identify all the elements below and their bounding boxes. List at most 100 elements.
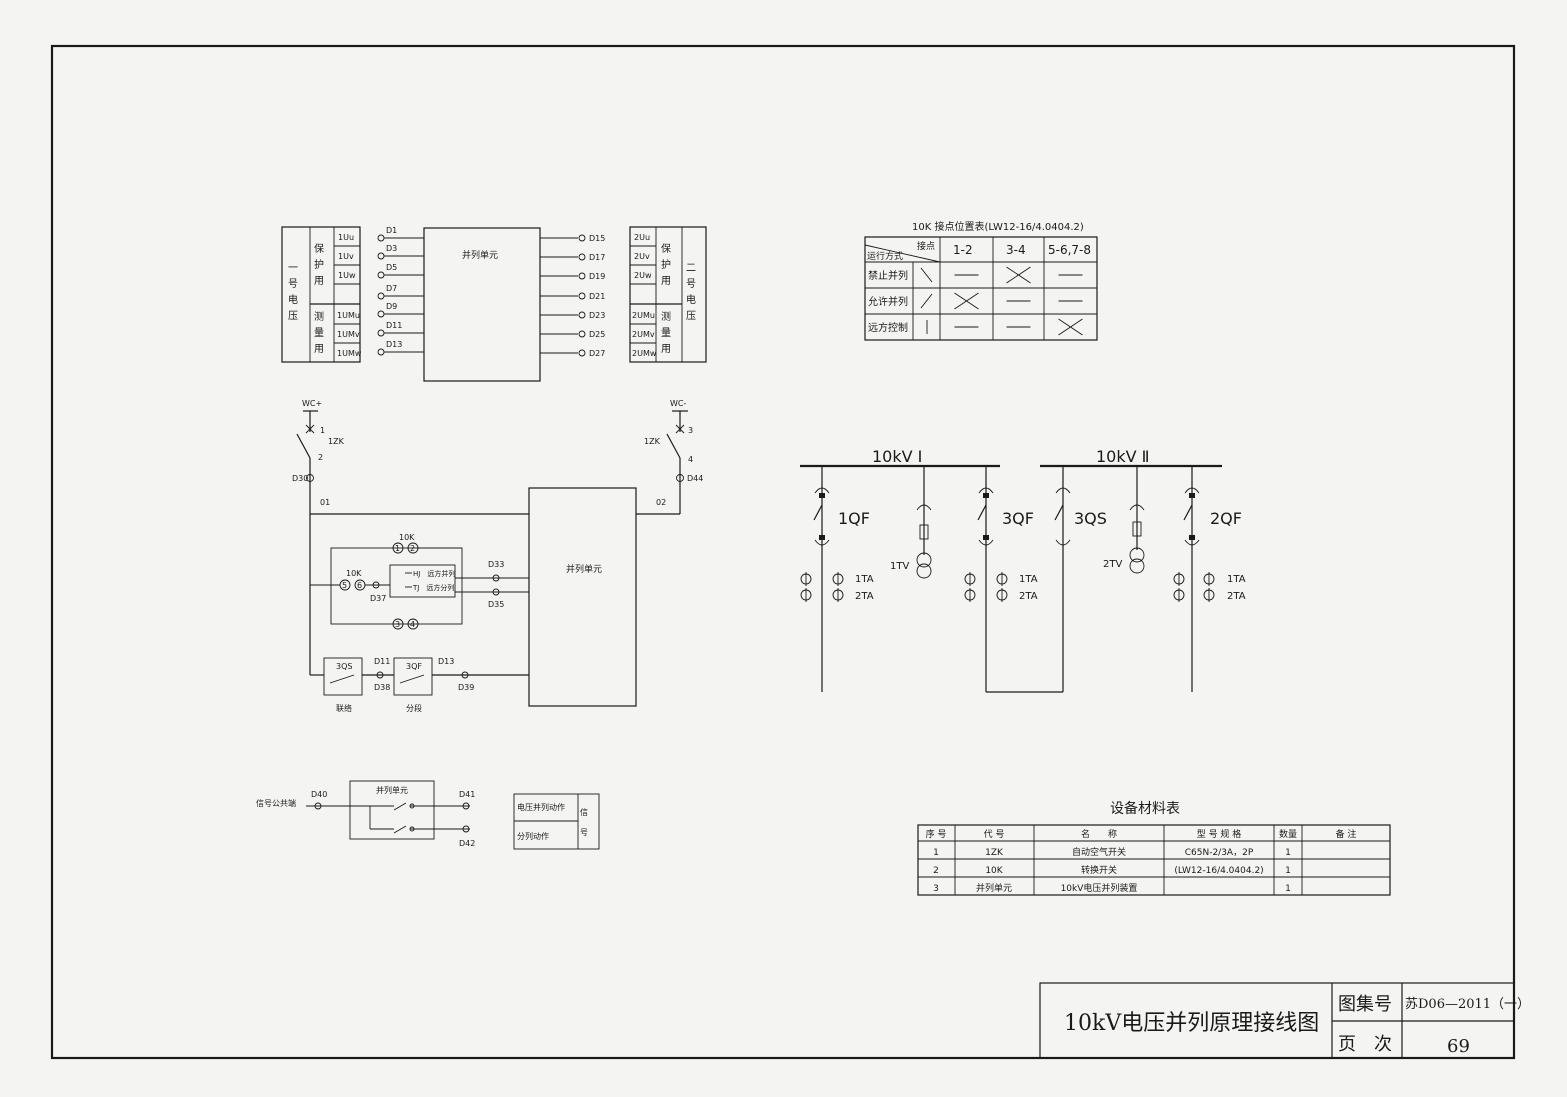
table-cell: (LW12-16/4.0404.2) — [1174, 866, 1263, 876]
feeder-2qf: 2QF — [1183, 466, 1242, 692]
atlas-label: 图集号 — [1338, 994, 1392, 1015]
term-d39: D39 — [458, 683, 474, 692]
term-d38: D38 — [374, 683, 390, 692]
ta2-label: 2TA — [855, 591, 874, 602]
left-term: 1UMw — [337, 349, 362, 358]
column-header: 3-4 — [1006, 243, 1026, 257]
contact-table-title: 10K 接点位置表(LW12-16/4.0404.2) — [912, 220, 1084, 233]
handle-arrow — [920, 267, 933, 283]
contact: 1 — [395, 544, 400, 553]
qs-label: 3QS — [336, 662, 352, 671]
pin-label: D23 — [589, 311, 605, 320]
table-cell: 转换开关 — [1081, 864, 1117, 876]
pin-label: D9 — [386, 302, 397, 311]
atlas-value: 苏D06—2011（一） — [1405, 996, 1530, 1012]
pin-3: 3 — [688, 426, 693, 435]
net-01: 01 — [320, 498, 330, 507]
right-term: 2Uu — [634, 233, 650, 242]
left-pin-wires — [377, 234, 424, 356]
pin-label: D17 — [589, 253, 605, 262]
contact: 5 — [342, 581, 347, 590]
table-cell: 并列单元 — [976, 882, 1012, 894]
qf1-label: 1QF — [838, 509, 870, 528]
left-term: 1UMv — [337, 330, 360, 339]
left-term: 1UMu — [337, 311, 360, 320]
table-header: 数量 — [1279, 828, 1297, 840]
pin-label: D1 — [386, 226, 397, 235]
term-d37: D37 — [370, 594, 386, 603]
table-cell: 10kV电压并列装置 — [1061, 882, 1138, 894]
parallel-unit-box — [528, 487, 637, 707]
term-d30: D30 — [292, 474, 308, 483]
bus-2-label: 10kV Ⅱ — [1096, 447, 1150, 466]
pin-label: D11 — [386, 321, 402, 330]
table-cell: 1 — [1285, 866, 1291, 876]
term-d13: D13 — [438, 657, 454, 666]
left-group-label: 一号电压 — [286, 262, 298, 326]
pin-label: D13 — [386, 340, 402, 349]
pin-label: D7 — [386, 284, 397, 293]
right-term: 2UMw — [632, 349, 657, 358]
ta1-label: 1TA — [855, 574, 874, 585]
qf3-label: 3QF — [1002, 509, 1034, 528]
table-cell: 1 — [1285, 848, 1291, 858]
signal-circuit: 信号公共端 D40 并列单元 D41 D42 电压并列动作 分列动作 信号 — [256, 780, 600, 850]
feeder-3qf: 3QF — [977, 466, 1034, 692]
contact-cells — [954, 266, 1083, 336]
table-cell: 1ZK — [985, 848, 1004, 858]
hj-label: HJ 远方并列 — [413, 569, 455, 578]
cross-mark — [1058, 318, 1083, 336]
tv-2: 2TV — [1103, 466, 1145, 574]
table-cell: 3 — [933, 884, 939, 894]
signal-common-label: 信号公共端 — [256, 798, 296, 808]
current-transformers — [800, 572, 1215, 602]
tie-3qs: 3QS — [986, 466, 1107, 693]
right-term: 2UMu — [632, 311, 655, 320]
right-group-label: 二号电压 — [684, 262, 696, 326]
net-02: 02 — [656, 498, 666, 507]
left-measure-label: 测量用 — [312, 310, 324, 359]
qs-caption: 联络 — [336, 703, 352, 713]
qs3-label: 3QS — [1074, 509, 1107, 528]
title-block: 10kV电压并列原理接线图 图集号 苏D06—2011（一） 页 次 69 — [1039, 982, 1530, 1059]
right-pin-wires — [540, 234, 586, 357]
material-table-title: 设备材料表 — [1110, 800, 1180, 817]
bus-1-label: 10kV Ⅰ — [872, 447, 922, 466]
corner-top: 接点 — [917, 240, 935, 252]
ta2-label: 2TA — [1227, 591, 1246, 602]
ta1-label: 1TA — [1227, 574, 1246, 585]
unit-label: 并列单元 — [566, 563, 602, 575]
table-header: 代 号 — [984, 829, 1005, 840]
pin-label: D19 — [589, 272, 605, 281]
table-header: 名 称 — [1081, 828, 1117, 840]
pin-4: 4 — [688, 455, 693, 464]
contact: 3 — [395, 620, 400, 629]
wc-minus-label: WC- — [670, 399, 686, 408]
term-d42: D42 — [459, 839, 475, 848]
qf-label: 3QF — [406, 662, 422, 671]
legend-row-2: 分列动作 — [517, 831, 549, 841]
tv1-label: 1TV — [890, 561, 909, 572]
table-header: 序 号 — [926, 828, 947, 840]
right-measure-label: 测量用 — [659, 310, 671, 359]
switch-10k-left: 10K — [346, 569, 362, 578]
wc-plus-label: WC+ — [302, 399, 322, 408]
right-protect-label: 保护用 — [659, 242, 671, 291]
mode-label: 远方控制 — [868, 321, 908, 334]
term-d40: D40 — [311, 790, 327, 799]
left-term: 1Uv — [338, 252, 354, 261]
cross-mark — [1006, 266, 1031, 284]
unit-label: 并列单元 — [462, 249, 498, 261]
switch-1zk-left: 1ZK — [328, 437, 345, 446]
unit-label: 并列单元 — [376, 785, 408, 795]
column-header: 1-2 — [953, 243, 973, 257]
qf2-label: 2QF — [1210, 509, 1242, 528]
term-d35: D35 — [488, 600, 504, 609]
contact: 4 — [410, 620, 415, 629]
pin-2: 2 — [318, 453, 323, 462]
term-d11: D11 — [374, 657, 390, 666]
page-label: 页 次 — [1338, 1034, 1392, 1055]
term-d41: D41 — [459, 790, 475, 799]
right-term: 2UMv — [632, 330, 655, 339]
drawing-title: 10kV电压并列原理接线图 — [1064, 1011, 1319, 1036]
